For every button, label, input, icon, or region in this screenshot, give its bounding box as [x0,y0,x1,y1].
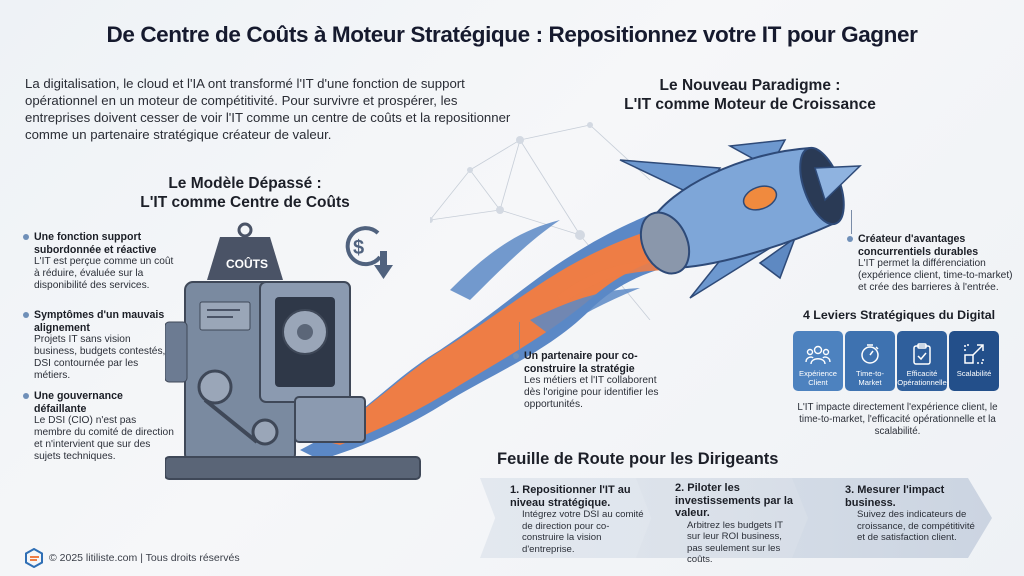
page-title: De Centre de Coûts à Moteur Stratégique … [106,22,918,47]
roadmap-step-2: 2. Piloter les investissements par la va… [675,482,794,565]
connector-line [851,210,852,234]
bullet-dot-icon [513,353,519,359]
levers-row: Expérience Client Time-to- Market Effica… [793,331,999,391]
old-model-heading: Le Modèle Dépassé : L'IT comme Centre de… [95,174,395,212]
dollar-decrease-icon: $ [345,226,393,279]
bullet-dot-icon [23,234,29,240]
bullet-dot-icon [23,312,29,318]
lever-customer-experience: Expérience Client [793,331,843,391]
cost-machine-illustration [165,222,421,480]
bullet-dot-icon [23,393,29,399]
new-model-heading: Le Nouveau Paradigme : L'IT comme Moteur… [600,76,900,114]
copyright-text: © 2025 litiliste.com | Tous droits réser… [49,552,240,564]
new-bullet-partner: Un partenaire pour co-construire la stra… [513,350,674,411]
levers-description: L'IT impacte directement l'expérience cl… [797,402,998,437]
lever-scalability: Scalabilité [949,331,999,391]
roadmap-step-1: 1. Repositionner l'IT au niveau stratégi… [510,484,644,555]
clipboard-check-icon [913,343,931,365]
new-model-heading-line2: L'IT comme Moteur de Croissance [624,96,876,113]
roadmap-step-3: 3. Mesurer l'impact business. Suivez des… [845,484,975,543]
svg-text:$: $ [353,237,364,259]
lever-time-to-market: Time-to- Market [845,331,895,391]
rocket-engine-illustration [619,139,862,299]
footer: © 2025 litiliste.com | Tous droits réser… [25,548,240,568]
new-model-heading-line1: Le Nouveau Paradigme : [659,77,841,94]
stopwatch-icon [861,344,879,364]
costs-weight-label: COÛTS [226,257,268,271]
roadmap-chevron-2 [636,478,826,558]
flame-trail-illustration [300,190,710,460]
bullet-dot-icon [847,236,853,242]
old-model-heading-line1: Le Modèle Dépassé : [168,175,322,192]
old-bullet-3: Une gouvernance défaillante Le DSI (CIO)… [23,390,174,463]
people-icon [805,345,831,365]
litiliste-logo-icon [25,548,43,568]
old-model-heading-line2: L'IT comme Centre de Coûts [140,194,350,211]
roadmap-chevron-3 [792,478,992,558]
old-bullet-1: Une fonction support subordonnée et réac… [23,231,174,292]
roadmap-heading: Feuille de Route pour les Dirigeants [497,450,779,468]
connector-line [519,322,520,350]
old-bullet-2: Symptômes d'un mauvais alignement Projet… [23,309,174,382]
levers-heading: 4 Leviers Stratégiques du Digital [802,308,996,322]
expand-icon [964,344,984,364]
intro-paragraph: La digitalisation, le cloud et l'IA ont … [25,76,511,142]
new-bullet-advantage: Créateur d'avantages concurrentiels dura… [847,233,1018,294]
lever-operational-efficiency: Efficacité Opérationnelle [897,331,947,391]
roadmap-chevron-1 [480,478,670,558]
